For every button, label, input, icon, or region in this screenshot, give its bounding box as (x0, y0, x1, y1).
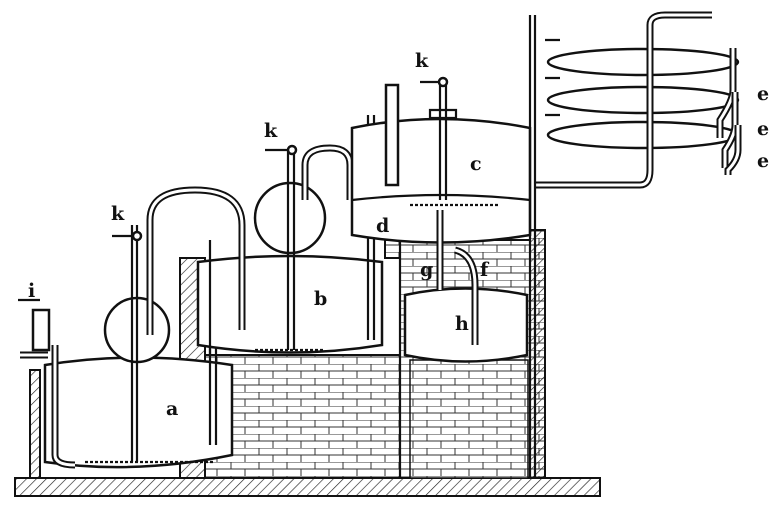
label-k2: k (264, 120, 278, 142)
label-k1: k (111, 203, 125, 225)
tank-a (18, 225, 234, 469)
cooling-coils (545, 11, 742, 175)
label-h: h (455, 313, 469, 335)
tank-b (146, 115, 384, 355)
label-f: f (480, 259, 490, 281)
label-a: a (166, 398, 178, 420)
label-e1: e (757, 83, 769, 105)
labels: a b c d e e e f g h i k k k (28, 50, 769, 420)
tank-h (398, 210, 529, 478)
label-k3: k (415, 50, 429, 72)
label-b: b (314, 288, 327, 310)
label-e3: e (757, 150, 769, 172)
label-i: i (28, 280, 35, 302)
label-e2: e (757, 118, 769, 140)
ground (14, 477, 601, 497)
label-g: g (420, 259, 433, 281)
tank-c (350, 15, 654, 478)
label-c: c (470, 153, 482, 175)
label-d: d (376, 215, 389, 237)
